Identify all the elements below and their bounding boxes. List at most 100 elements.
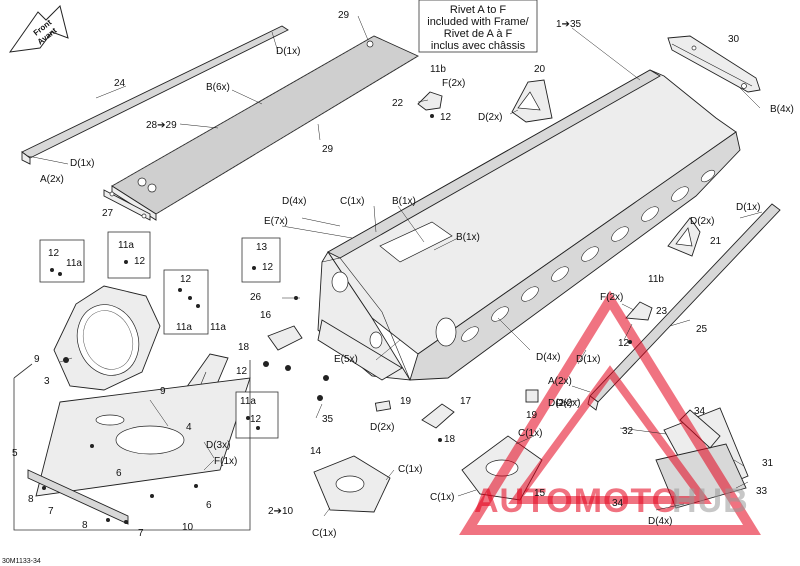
bracket-22 — [417, 91, 443, 111]
label-a2x-a: A(2x) — [40, 174, 64, 185]
label-11a-d: 11a — [210, 322, 226, 333]
label-19-b: 19 — [526, 410, 538, 421]
note-line-2: included with Frame/ — [427, 16, 529, 28]
label-12-h: 12 — [250, 414, 262, 425]
label-c1x-a: C(1x) — [340, 196, 364, 207]
label-d2x-a: D(2x) — [478, 112, 502, 123]
label-23: 23 — [656, 306, 668, 317]
label-b6x: B(6x) — [206, 82, 230, 93]
label-6-a: 6 — [116, 468, 122, 479]
label-33: 33 — [756, 486, 768, 497]
label-27: 27 — [102, 208, 114, 219]
label-6-b: 6 — [206, 500, 212, 511]
rail-24 — [21, 25, 289, 165]
note-line-4: inclus avec châssis — [431, 40, 526, 52]
bracket-23 — [625, 301, 653, 321]
label-4: 4 — [186, 422, 192, 433]
bracket-21 — [667, 217, 701, 257]
label-9-a: 9 — [34, 354, 40, 365]
label-f2x-a: F(2x) — [442, 78, 465, 89]
label-11a-a: 11a — [66, 258, 82, 269]
label-30: 30 — [728, 34, 740, 45]
watermark-text-hub: HUB — [672, 482, 749, 520]
label-ref-2-10: 2➔10 — [268, 506, 294, 517]
runner-5 — [27, 469, 129, 525]
label-34-a: 34 — [694, 406, 706, 417]
note-line-1: Rivet A to F — [450, 4, 507, 16]
label-7-a: 7 — [48, 506, 54, 517]
bottom-panel-outline — [13, 360, 251, 531]
label-b1x-a: B(1x) — [392, 196, 416, 207]
note-line-3: Rivet de A à F — [444, 28, 513, 40]
protector-mat-29 — [111, 35, 419, 221]
watermark-text-main: AUTOMOTO — [474, 482, 679, 520]
label-12-e: 12 — [180, 274, 192, 285]
label-12-c: 12 — [48, 248, 60, 259]
label-f2x-b: F(2x) — [600, 292, 623, 303]
label-26: 26 — [250, 292, 262, 303]
label-d2x-c: D(2x) — [548, 398, 572, 409]
label-ref-28-29: 28➔29 — [146, 120, 177, 131]
plate-19b — [525, 389, 539, 403]
cover-14 — [313, 455, 391, 513]
label-d4x-a: D(4x) — [282, 196, 306, 207]
label-10: 10 — [182, 522, 194, 533]
label-c1x-d: C(1x) — [518, 428, 542, 439]
label-12-d: 12 — [134, 256, 146, 267]
label-ref-1-35: 1➔35 — [556, 19, 582, 30]
bracket-16 — [267, 325, 303, 351]
label-3: 3 — [44, 376, 50, 387]
label-b1x-b: B(1x) — [456, 232, 480, 243]
label-d2x-b: D(2x) — [690, 216, 714, 227]
label-d2x-e: D(2x) — [556, 398, 580, 409]
label-12-g: 12 — [618, 338, 630, 349]
watermark: AUTOMOTO HUB — [459, 290, 761, 535]
label-16: 16 — [260, 310, 272, 321]
label-13: 13 — [256, 242, 268, 253]
label-11a-e: 11a — [240, 396, 256, 407]
diagram-code: 30M1133-34 — [2, 558, 41, 565]
bracket-20 — [511, 79, 553, 123]
label-d1x-a: D(1x) — [276, 46, 300, 57]
label-5: 5 — [12, 448, 18, 459]
label-b4x: B(4x) — [770, 104, 794, 115]
front-arrow: Front Avant — [8, 5, 69, 53]
label-d4x-c: D(4x) — [648, 516, 672, 527]
label-25: 25 — [696, 324, 708, 335]
label-21: 21 — [710, 236, 722, 247]
label-d1x-b: D(1x) — [70, 158, 94, 169]
label-17: 17 — [460, 396, 472, 407]
label-e5x: E(5x) — [334, 354, 358, 365]
label-29-mid: 29 — [322, 144, 334, 155]
bracket-27 — [103, 189, 151, 221]
label-19-a: 19 — [400, 396, 412, 407]
bracket-17 — [421, 403, 455, 429]
callout-boxes — [39, 231, 281, 439]
label-7-b: 7 — [138, 528, 144, 539]
label-d1x-d: D(1x) — [576, 354, 600, 365]
label-f1x: F(1x) — [214, 456, 237, 467]
label-15: 15 — [534, 488, 546, 499]
label-20: 20 — [534, 64, 546, 75]
label-c1x-b: C(1x) — [398, 464, 422, 475]
label-34-b: 34 — [612, 498, 624, 509]
label-24: 24 — [114, 78, 126, 89]
label-29-top: 29 — [338, 10, 350, 21]
label-c1x-e: C(1x) — [430, 492, 454, 503]
label-e7x: E(7x) — [264, 216, 288, 227]
label-11a-c: 11a — [176, 322, 192, 333]
note-box: Rivet A to F included with Frame/ Rivet … — [418, 0, 538, 53]
label-d3x: D(3x) — [206, 440, 230, 451]
bracket-30 — [667, 35, 761, 93]
label-22: 22 — [392, 98, 404, 109]
label-d1x-c: D(1x) — [736, 202, 760, 213]
label-18-b: 18 — [444, 434, 456, 445]
skid-plate — [35, 377, 251, 497]
label-35: 35 — [322, 414, 334, 425]
fasteners — [42, 114, 632, 524]
label-11b-b: 11b — [648, 274, 664, 285]
label-11b-a: 11b — [430, 64, 446, 75]
frame-tunnel — [317, 69, 741, 381]
label-32: 32 — [622, 426, 634, 437]
